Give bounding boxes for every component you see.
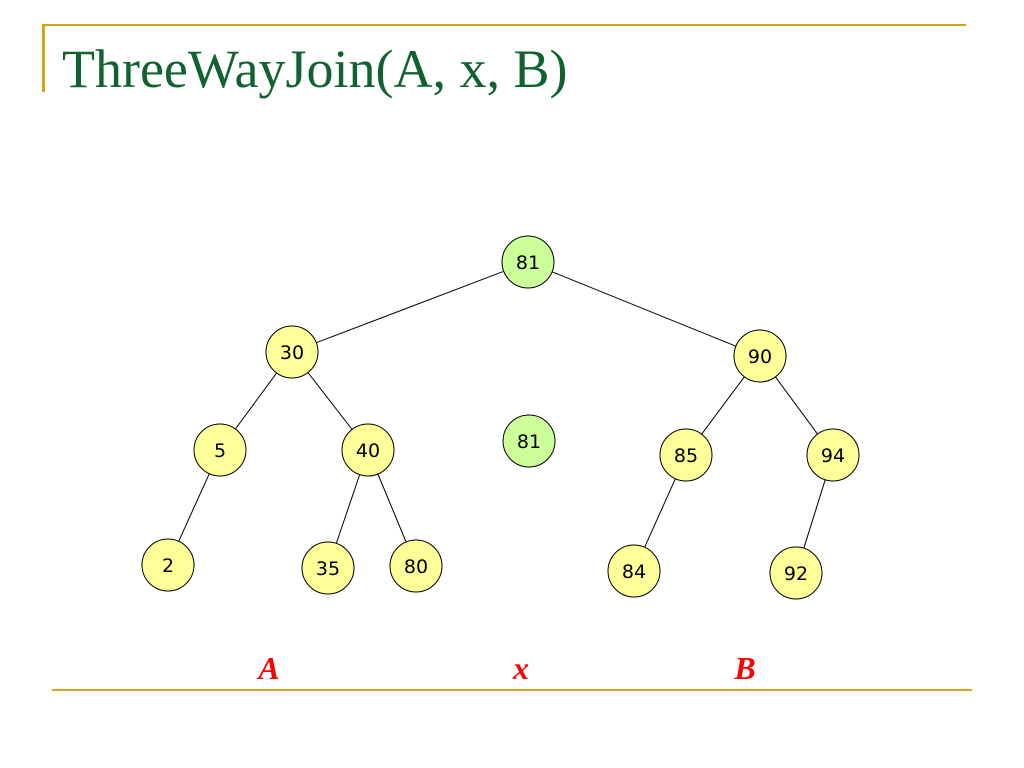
tree-node-a-40: 40 <box>341 423 395 477</box>
node-circle <box>502 414 556 468</box>
left-accent-rule <box>42 24 45 92</box>
tree-edges <box>178 270 826 549</box>
node-label: 30 <box>280 342 304 364</box>
node-circle <box>141 538 195 592</box>
slide-title: ThreeWayJoin(A, x, B) <box>62 39 568 99</box>
node-circle <box>389 539 443 593</box>
tree-node-root-81: 81 <box>501 235 555 289</box>
node-label: 90 <box>748 346 772 368</box>
edge-root-81-a-30 <box>316 270 504 344</box>
tree-node-a-35: 35 <box>301 541 355 595</box>
tree-node-x-81: 81 <box>502 414 556 468</box>
tree-node-a-2: 2 <box>141 538 195 592</box>
bottom-accent-rule <box>52 689 972 691</box>
top-accent-rule <box>42 24 966 26</box>
edge-b-94-b-92 <box>803 479 826 549</box>
node-circle <box>501 235 555 289</box>
node-label: 84 <box>622 561 646 583</box>
edge-b-90-b-85 <box>701 376 745 435</box>
node-circle <box>769 546 823 600</box>
node-circle <box>341 423 395 477</box>
node-circle <box>659 428 713 482</box>
edge-a-5-a-2 <box>178 473 210 542</box>
tree-node-b-85: 85 <box>659 428 713 482</box>
tree-node-b-92: 92 <box>769 546 823 600</box>
node-circle <box>607 544 661 598</box>
part-label-a: A <box>256 650 279 686</box>
node-label: 85 <box>674 445 698 467</box>
part-label-x: x <box>512 650 529 686</box>
edge-a-40-a-80 <box>377 473 407 543</box>
tree-node-a-30: 30 <box>265 325 319 379</box>
edge-a-30-a-40 <box>307 372 353 430</box>
tree-node-b-94: 94 <box>806 428 860 482</box>
node-label: 81 <box>516 252 540 274</box>
tree-node-a-80: 80 <box>389 539 443 593</box>
part-label-b: B <box>733 650 755 686</box>
edge-root-81-b-90 <box>551 271 737 347</box>
edge-b-90-b-94 <box>774 376 819 435</box>
node-circle <box>733 329 787 383</box>
edge-b-85-b-84 <box>644 478 676 548</box>
tree-nodes: 81 30 90 5 40 81 85 94 2 35 80 84 92 <box>141 235 860 600</box>
node-label: 40 <box>356 440 380 462</box>
node-label: 92 <box>784 563 808 585</box>
part-labels: A x B <box>256 650 755 686</box>
node-circle <box>265 325 319 379</box>
node-label: 94 <box>821 445 845 467</box>
node-label: 81 <box>517 431 541 453</box>
node-label: 35 <box>316 558 340 580</box>
node-circle <box>806 428 860 482</box>
tree-node-b-84: 84 <box>607 544 661 598</box>
tree-node-b-90: 90 <box>733 329 787 383</box>
node-circle <box>301 541 355 595</box>
edge-a-40-a-35 <box>335 474 361 544</box>
tree-node-a-5: 5 <box>193 423 247 477</box>
edge-a-30-a-5 <box>234 372 278 430</box>
node-label: 5 <box>214 440 226 462</box>
node-circle <box>193 423 247 477</box>
node-label: 80 <box>404 556 428 578</box>
node-label: 2 <box>162 555 174 577</box>
